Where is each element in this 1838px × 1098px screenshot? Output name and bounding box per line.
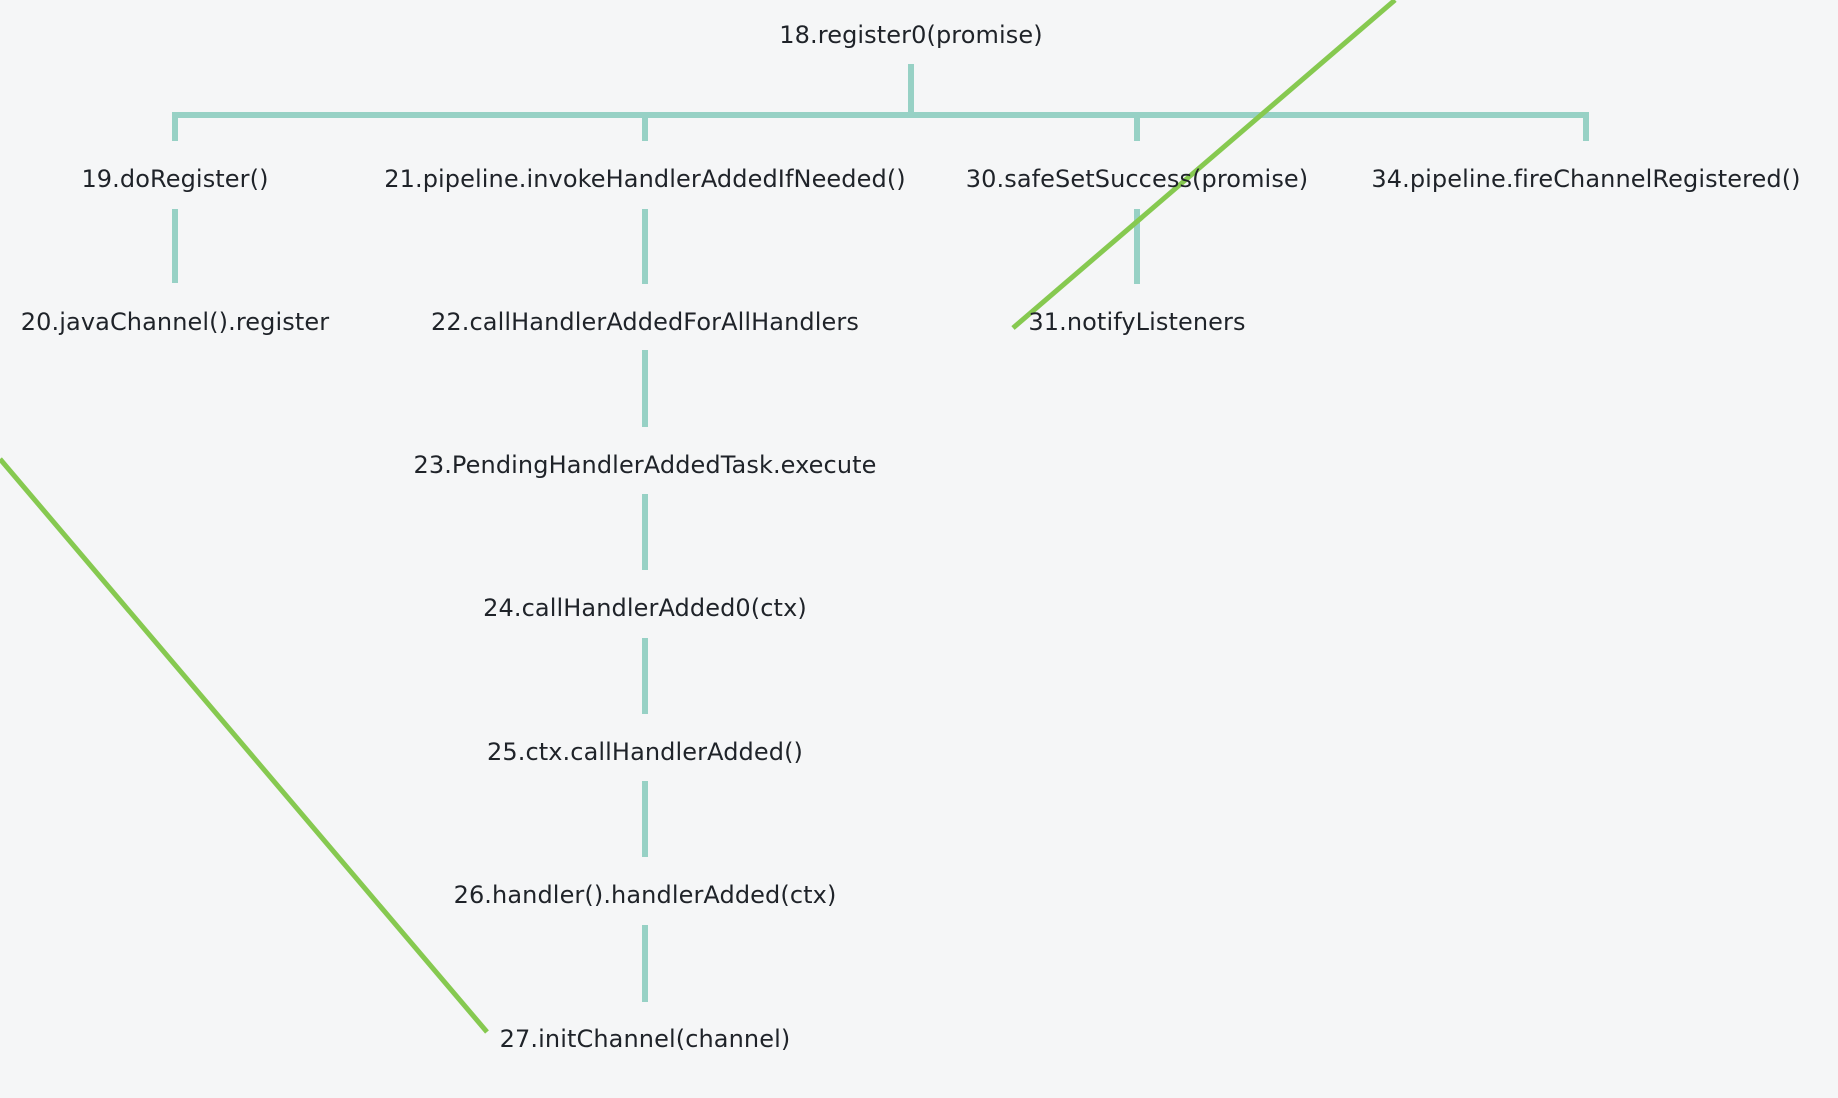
node-24-call-handler-added0: 24.callHandlerAdded0(ctx) [483,594,807,622]
node-22-call-handler-added-for-all: 22.callHandlerAddedForAllHandlers [431,308,859,336]
node-23-pending-task-execute: 23.PendingHandlerAddedTask.execute [413,451,877,479]
node-20-java-channel-register: 20.javaChannel().register [20,308,330,336]
node-19-doregister: 19.doRegister() [81,165,269,193]
node-26-handler-handler-added: 26.handler().handlerAdded(ctx) [453,881,837,909]
annotation-stroke-lower [0,457,489,1034]
node-18-register0: 18.register0(promise) [779,21,1043,49]
node-25-ctx-call-handler-added: 25.ctx.callHandlerAdded() [486,738,804,766]
node-30-safe-set-success: 30.safeSetSuccess(promise) [965,165,1309,193]
node-34-fire-channel-registered: 34.pipeline.fireChannelRegistered() [1371,165,1801,193]
annotation-stroke-upper [1011,0,1397,330]
node-27-init-channel: 27.initChannel(channel) [499,1025,791,1053]
node-21-invoke-handler-added: 21.pipeline.invokeHandlerAddedIfNeeded() [384,165,906,193]
node-31-notify-listeners: 31.notifyListeners [1028,308,1246,336]
